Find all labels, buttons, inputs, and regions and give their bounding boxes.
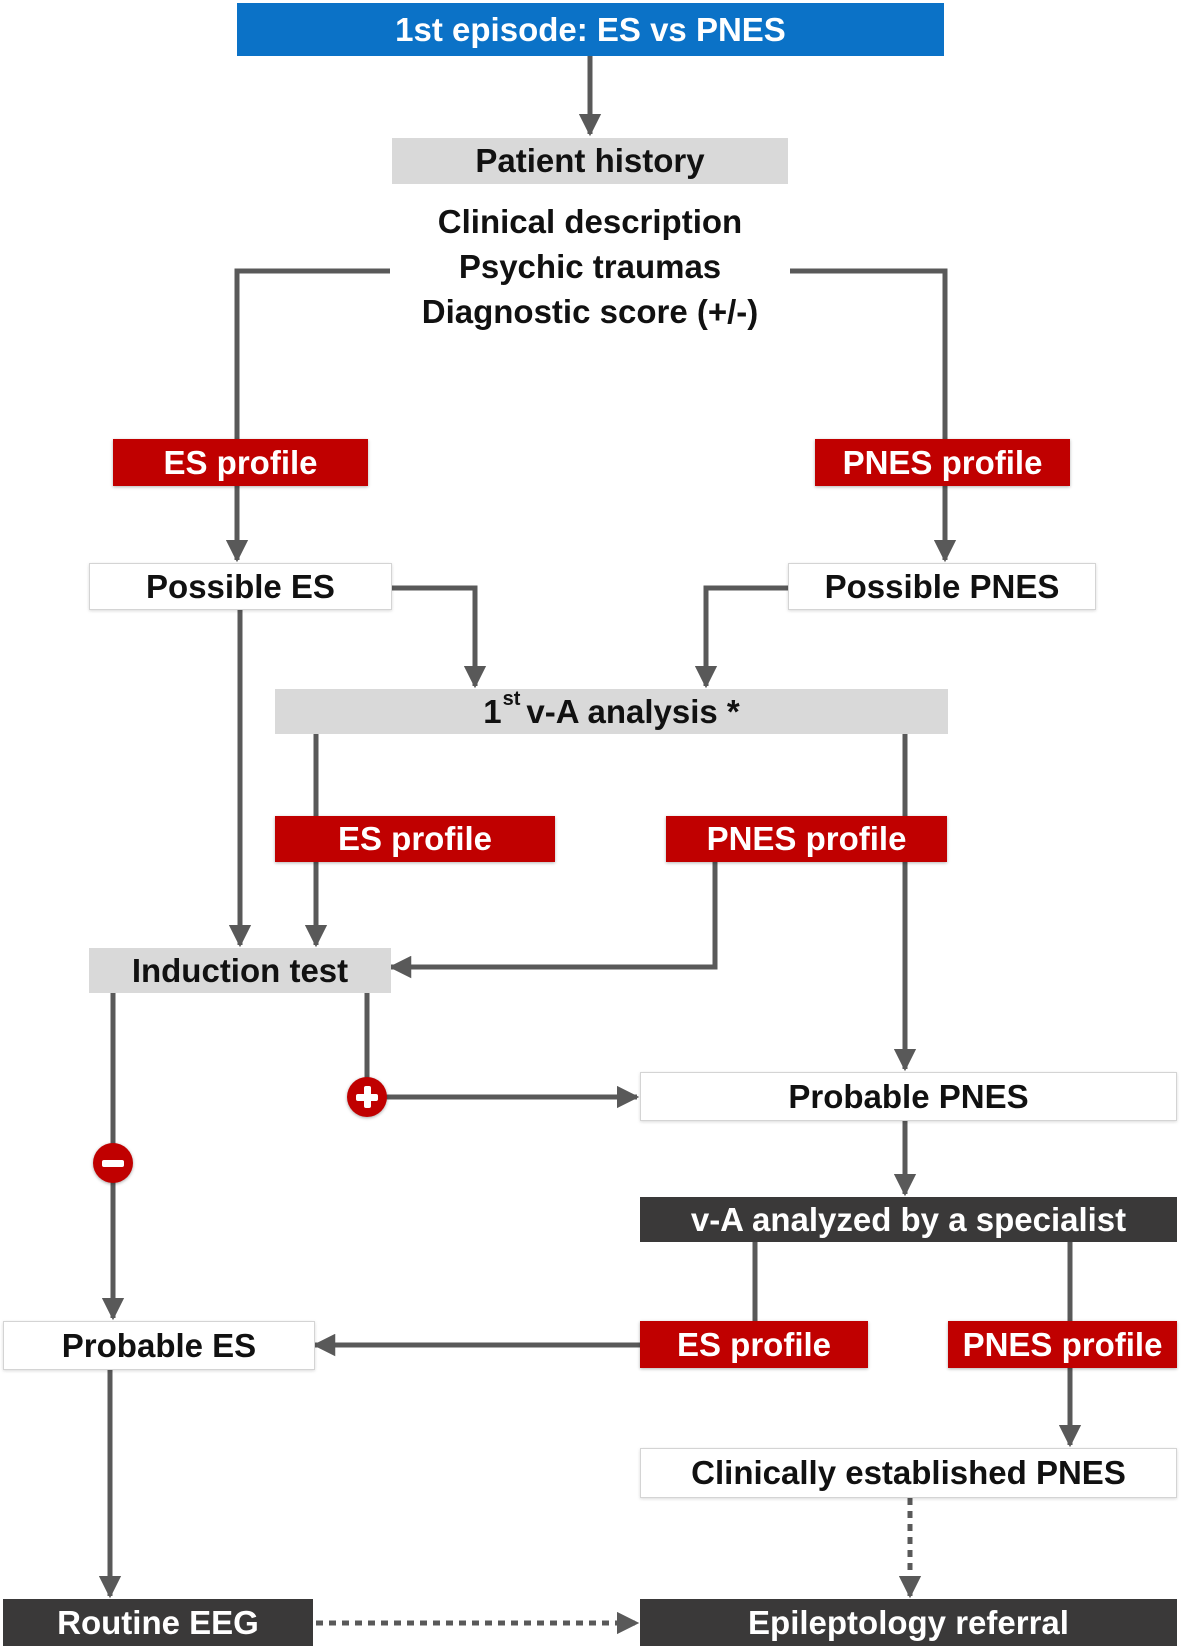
arrow-possible-pnes-to-va [694,585,788,689]
patient-history-heading: Patient history [392,138,788,184]
clinically-established-pnes-box: Clinically established PNES [640,1448,1177,1498]
pnes-profile-va: PNES profile [666,816,947,862]
pnes-profile-specialist: PNES profile [948,1321,1177,1368]
induction-test-box: Induction test [89,948,391,993]
patient-history-details: Clinical description Psychic traumas Dia… [392,185,788,347]
va-analysis-label: v-A analysis * [526,692,740,730]
history-line-diagnostic-score: Diagnostic score (+/-) [421,292,759,330]
es-profile-history: ES profile [113,439,368,486]
plus-sign-icon [347,1077,387,1117]
possible-es-box: Possible ES [89,563,392,610]
routine-eeg-box: Routine EEG [3,1599,313,1646]
es-profile-va: ES profile [275,816,555,862]
va-analysis-ordinal: 1 [483,692,502,730]
history-line-psychic-traumas: Psychic traumas [458,247,722,285]
title-box: 1st episode: ES vs PNES [237,3,944,56]
arrow-pnes-profile-to-induction [388,862,718,979]
es-profile-specialist: ES profile [640,1321,868,1368]
probable-es-box: Probable ES [3,1321,315,1370]
va-analysis-superscript: st [502,688,521,710]
epileptology-referral-box: Epileptology referral [640,1599,1177,1646]
history-line-clinical-description: Clinical description [437,202,743,240]
probable-pnes-box: Probable PNES [640,1072,1177,1121]
minus-sign-icon [93,1143,133,1183]
line-history-to-es-profile [234,268,390,439]
pnes-profile-history: PNES profile [815,439,1070,486]
va-specialist-box: v-A analyzed by a specialist [640,1197,1177,1242]
possible-pnes-box: Possible PNES [788,563,1096,610]
line-history-to-pnes-profile [790,268,948,439]
arrow-possible-es-to-va [392,585,487,689]
